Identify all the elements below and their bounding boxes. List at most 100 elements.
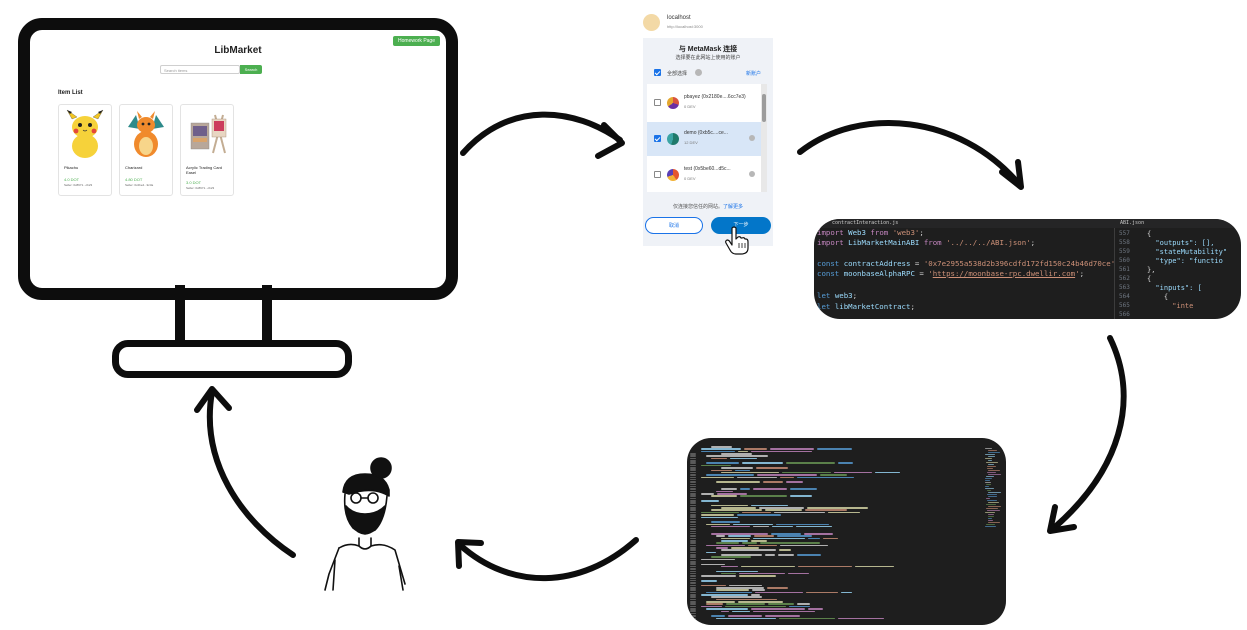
code-token — [716, 481, 760, 483]
code-token — [711, 469, 732, 472]
code-token — [765, 554, 775, 556]
code-token — [732, 610, 750, 613]
card-easel-image — [190, 114, 227, 154]
line-number — [690, 563, 696, 566]
next-button[interactable]: 下一步 — [711, 217, 771, 234]
item-price: 4.80 DOT — [125, 177, 143, 182]
code-token — [765, 615, 800, 617]
line-number: 563 — [1119, 284, 1130, 291]
code-token — [721, 507, 756, 509]
metamask-site-header: localhost http://localhost:3000 — [643, 12, 773, 38]
code-token — [798, 565, 852, 568]
account-checkbox[interactable] — [654, 99, 661, 106]
search-button[interactable]: Search — [240, 65, 262, 74]
code-token — [779, 549, 791, 551]
code-token — [772, 525, 793, 528]
tab-contract-interaction[interactable]: contractInteraction.js — [832, 220, 899, 226]
item-card-easel[interactable]: Acrylic Trading Card Easel 3.0 DOT Selle… — [180, 104, 234, 196]
code-token — [706, 544, 745, 547]
line-number — [690, 481, 696, 483]
code-token — [834, 471, 872, 474]
code-token — [741, 565, 795, 568]
info-icon[interactable] — [695, 69, 702, 76]
monitor-neck — [175, 285, 185, 343]
arrow-metamask-to-code — [797, 120, 1021, 186]
line-number — [690, 556, 696, 558]
code-token — [706, 601, 735, 603]
code-token — [739, 572, 785, 575]
info-icon[interactable] — [749, 171, 755, 177]
account-checkbox[interactable] — [654, 135, 661, 142]
info-icon[interactable] — [749, 135, 755, 141]
glasses-right — [367, 492, 379, 504]
account-row[interactable]: pbayez (0x2180e....6cc7e3) 0 DEV — [647, 86, 761, 120]
code-token — [735, 469, 750, 472]
account-row[interactable]: test (0x5be60...d5c... 0 DEV — [647, 158, 761, 192]
minimap-line — [985, 526, 996, 527]
js-code: import Web3 from 'web3'; import LibMarke… — [817, 228, 1115, 319]
arrowhead — [595, 122, 625, 159]
minimap-line — [985, 486, 989, 487]
code-token — [717, 493, 747, 495]
code-token — [701, 476, 734, 479]
code-token — [805, 509, 847, 512]
code-token — [751, 540, 767, 542]
code-token — [701, 514, 734, 516]
glasses-left — [350, 492, 362, 504]
line-number — [690, 474, 696, 476]
select-all-checkbox[interactable] — [654, 69, 661, 76]
json-line: { — [1147, 293, 1169, 301]
json-code: { "outputs": [], "stateMutability" "type… — [1147, 228, 1241, 319]
search-input[interactable]: Search items — [160, 65, 240, 74]
code-token — [828, 511, 860, 514]
line-number — [690, 518, 696, 521]
code-token — [721, 572, 736, 575]
line-number — [690, 544, 696, 547]
item-card-charizard[interactable]: Charizard 4.80 DOT Seller: 0x2be4...9c3a — [119, 104, 173, 196]
account-list: pbayez (0x2180e....6cc7e3) 0 DEV demo (0… — [647, 84, 765, 192]
code-token — [706, 591, 752, 594]
code-token — [711, 509, 762, 512]
account-list-scrollbar[interactable] — [761, 84, 767, 192]
tab-abi-json[interactable]: ABI.json — [1120, 220, 1145, 226]
minimap-line — [988, 452, 1000, 453]
code-token — [740, 495, 787, 497]
code-token — [701, 450, 735, 453]
minimap-line — [988, 470, 1000, 471]
item-card-pikachu[interactable]: Pikachu 4.0 DOT Seller: 0x8971...cb23 — [58, 104, 112, 196]
account-checkbox[interactable] — [654, 171, 661, 178]
line-number — [690, 490, 696, 493]
line-number — [690, 617, 696, 620]
minimap-line — [987, 472, 996, 473]
minimap-line — [988, 502, 999, 503]
account-name: demo (0xb5c....ce... — [684, 130, 728, 136]
code-token — [742, 511, 771, 514]
line-number — [690, 547, 696, 549]
metamask-subtitle: 选择要在此网站上使用的账户 — [675, 55, 741, 61]
code-token — [706, 474, 754, 476]
line-number — [690, 608, 696, 610]
line-number — [690, 464, 696, 467]
item-name: Pikachu — [64, 165, 79, 170]
line-number — [690, 549, 696, 551]
code-token — [726, 603, 765, 606]
minimap-line — [987, 494, 997, 495]
new-account-link[interactable]: 新账户 — [745, 71, 761, 77]
scroll-thumb[interactable] — [762, 94, 766, 122]
code-token — [742, 462, 783, 465]
cancel-button[interactable]: 取消 — [645, 217, 703, 234]
line-number — [690, 561, 696, 563]
code-token — [751, 450, 812, 453]
learn-more-link[interactable]: 了解更多 — [723, 204, 744, 210]
line-number — [690, 528, 696, 530]
line-number — [690, 589, 696, 591]
homework-page-button[interactable]: Homework Page — [393, 36, 440, 46]
account-row-selected[interactable]: demo (0xb5c....ce... 12 DEV — [647, 122, 761, 156]
code-token — [808, 608, 823, 610]
line-numbers: 557 558 559 560 561 562 563 564 565 566 … — [1119, 228, 1141, 319]
minimap-line — [988, 506, 1001, 507]
line-number — [690, 542, 696, 544]
code-token — [721, 537, 750, 540]
arrowhead — [194, 386, 232, 413]
trust-notice: 仅连接您信任的网站。了解更多 — [643, 203, 773, 210]
